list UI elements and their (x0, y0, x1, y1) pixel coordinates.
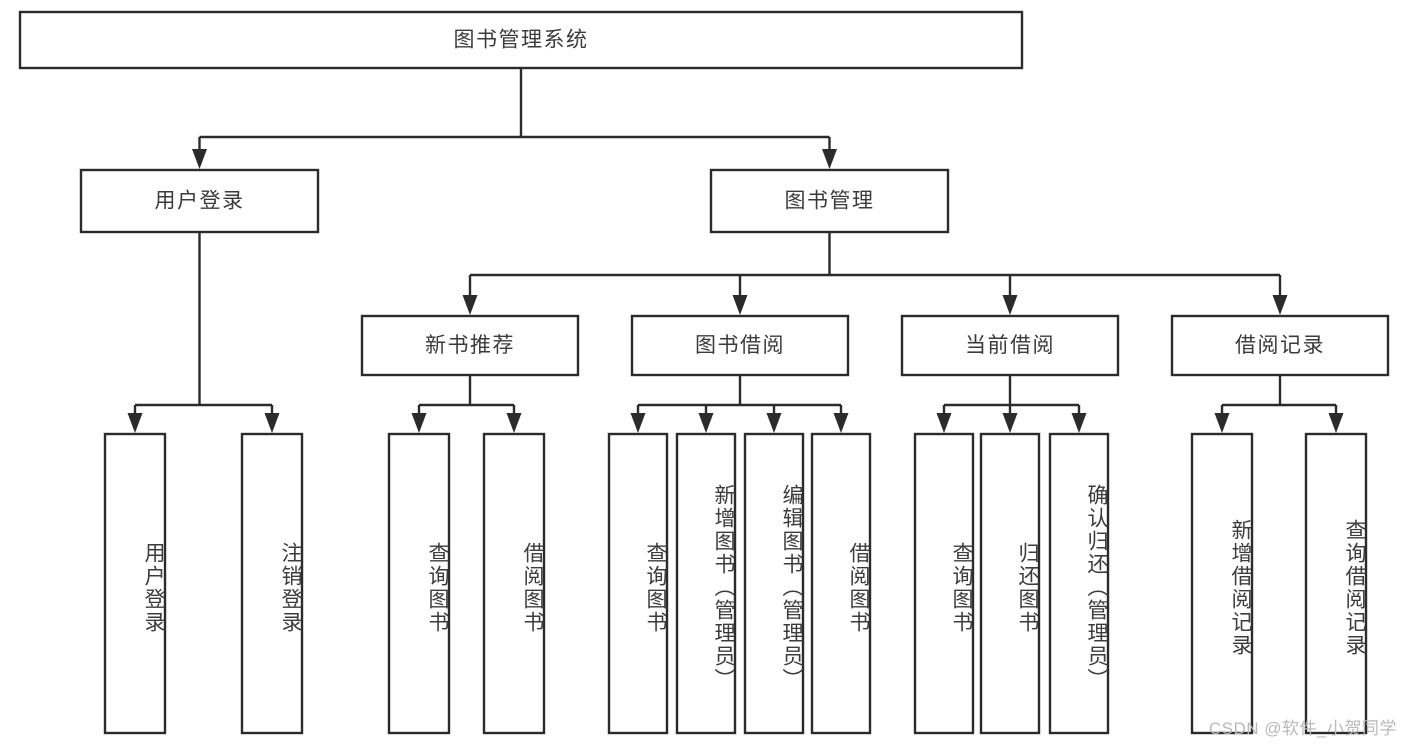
arrow-head-icon (630, 413, 646, 433)
level2-node-label: 图书管理 (785, 190, 875, 213)
arrow-head-icon (1214, 413, 1230, 433)
leaf-node-box[interactable] (387, 432, 451, 735)
leaf-node-box[interactable] (1304, 432, 1368, 735)
level2-node-box[interactable] (709, 168, 950, 234)
leaf-node-box[interactable] (913, 432, 975, 735)
node-box-layer (18, 10, 1390, 735)
arrow-head-icon (462, 295, 478, 315)
level3-node-box[interactable] (900, 314, 1120, 377)
arrow-head-icon (936, 413, 952, 433)
level3-node-label: 当前借阅 (965, 334, 1055, 357)
watermark: CSDN @软件_小贺同学 (1208, 719, 1397, 738)
leaf-node-box[interactable] (482, 432, 546, 735)
level3-node-label: 借阅记录 (1235, 334, 1325, 357)
leaf-node-box[interactable] (979, 432, 1041, 735)
arrow-head-icon (1272, 295, 1288, 315)
root-node-box[interactable] (18, 10, 1024, 70)
leaf-node-box[interactable] (675, 432, 737, 735)
arrow-head-icon (411, 413, 427, 433)
arrow-head-icon (732, 295, 748, 315)
level3-node-label: 图书借阅 (695, 334, 785, 357)
arrow-head-icon (127, 413, 143, 433)
arrow-head-icon (1002, 295, 1018, 315)
leaf-node-box[interactable] (743, 432, 805, 735)
leaf-node-box[interactable] (240, 432, 304, 735)
arrow-head-icon (698, 413, 714, 433)
level3-node-label: 新书推荐 (425, 334, 515, 357)
level3-node-box[interactable] (360, 314, 580, 377)
arrow-head-icon (766, 413, 782, 433)
leaf-node-box[interactable] (103, 432, 167, 735)
arrow-head-icon (192, 149, 207, 169)
level2-node-label: 用户登录 (155, 190, 245, 213)
arrow-head-icon (1071, 413, 1087, 433)
leaf-node-box[interactable] (1048, 432, 1110, 735)
leaf-node-box[interactable] (810, 432, 872, 735)
arrow-head-icon (822, 149, 837, 169)
leaf-node-box[interactable] (1190, 432, 1254, 735)
arrow-head-icon (833, 413, 849, 433)
arrow-head-icon (506, 413, 522, 433)
connector-layer (127, 68, 1344, 433)
arrow-head-icon (1002, 413, 1018, 433)
arrow-head-icon (264, 413, 280, 433)
root-node-label: 图书管理系统 (454, 29, 589, 52)
arrow-head-icon (1328, 413, 1344, 433)
level3-node-box[interactable] (1170, 314, 1390, 377)
level3-node-box[interactable] (630, 314, 850, 377)
level2-node-box[interactable] (79, 168, 320, 234)
leaf-node-box[interactable] (607, 432, 669, 735)
